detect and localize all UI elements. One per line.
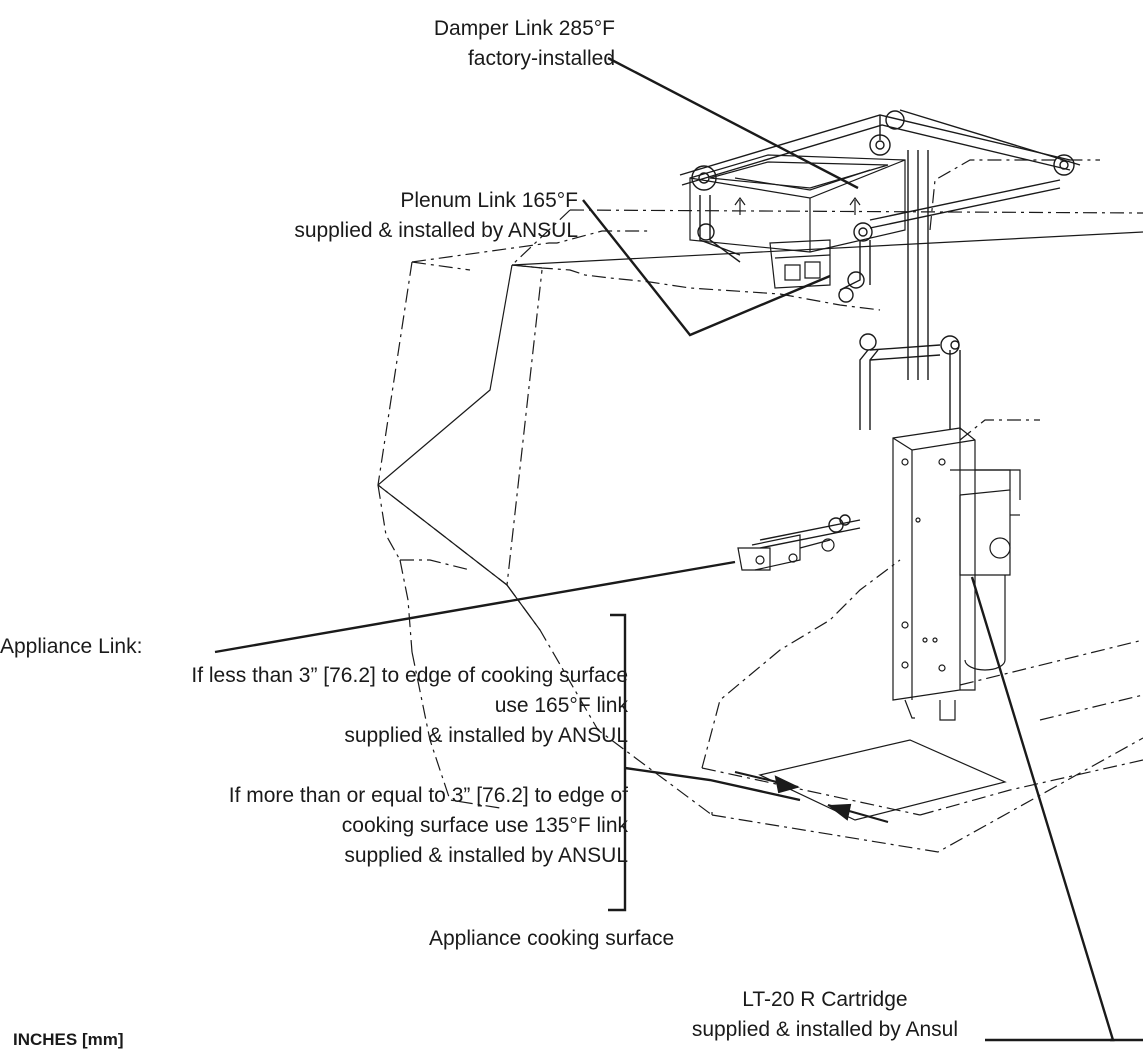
- appliance-link-bracket: [737, 534, 835, 571]
- note2-line: cooking surface use 135°F link: [341, 814, 628, 837]
- cartridge-note: supplied & installed by Ansul: [691, 1018, 958, 1041]
- leader-lines: [214, 56, 1143, 1042]
- damper-link-note: factory-installed: [467, 47, 615, 70]
- cooking-surface-label: Appliance cooking surface: [429, 927, 675, 950]
- damper-link-title: Damper Link 285°F: [433, 17, 615, 40]
- note1-line: supplied & installed by ANSUL: [344, 724, 628, 747]
- damper-link-label: Damper Link 285°F factory-installed: [434, 14, 615, 74]
- note1-line: If less than 3” [76.2] to edge of cookin…: [191, 664, 628, 687]
- appliance-link-title: Appliance Link:: [0, 635, 143, 658]
- cartridge-title: LT-20 R Cartridge: [742, 988, 908, 1011]
- note2-line: If more than or equal to 3” [76.2] to ed…: [228, 784, 628, 807]
- dimension-arrows: [734, 771, 889, 823]
- note-bracket: [608, 613, 801, 912]
- plenum-link-title: Plenum Link 165°F: [400, 189, 578, 212]
- appliance-link-notes: If less than 3” [76.2] to edge of cookin…: [191, 661, 628, 871]
- note2-line: supplied & installed by ANSUL: [344, 844, 628, 867]
- note-spacer: [191, 751, 628, 781]
- duct-box: [689, 154, 906, 253]
- plenum-link-note: supplied & installed by ANSUL: [294, 219, 578, 242]
- cooking-surface: [758, 739, 1007, 821]
- plenum-link-label: Plenum Link 165°F supplied & installed b…: [294, 186, 578, 246]
- note1-line: use 165°F link: [494, 694, 628, 717]
- cartridge-label: LT-20 R Cartridge supplied & installed b…: [692, 985, 958, 1045]
- plenum-link-bracket: [769, 239, 831, 289]
- hood-panel: [377, 264, 543, 631]
- cartridge-assembly: [892, 427, 1021, 721]
- pipe-network: [679, 109, 1081, 549]
- units-label: INCHES [mm]: [13, 1030, 124, 1049]
